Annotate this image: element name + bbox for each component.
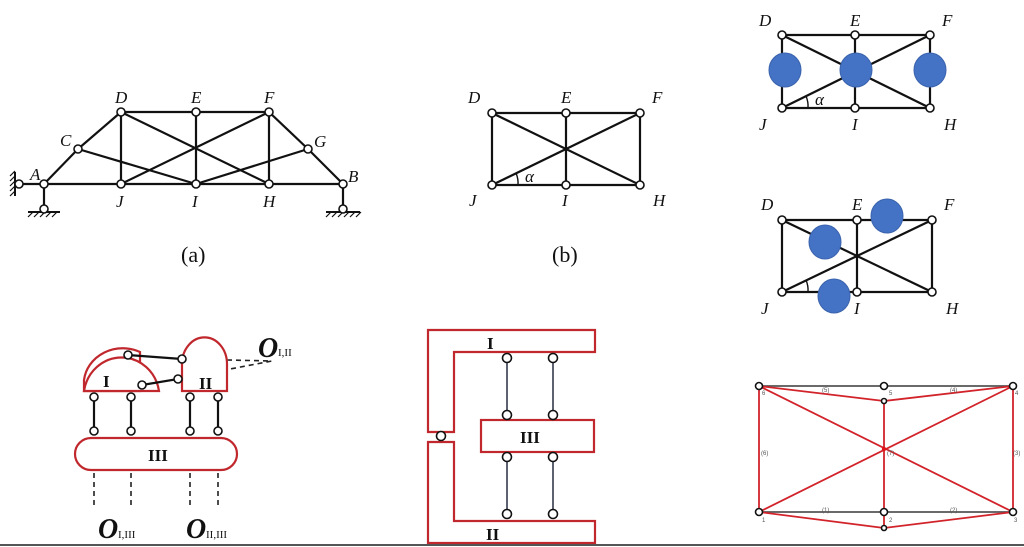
node-label-d: D — [760, 195, 774, 214]
node-label-f: F — [943, 195, 955, 214]
node-label-h: H — [262, 192, 277, 211]
linkage-figure-f: I II III — [426, 328, 597, 545]
node-label-b: B — [348, 167, 359, 186]
pole-label-o13: O I,III — [98, 514, 136, 545]
body-label-i: I — [487, 334, 494, 353]
truss-figure-d: D E F J I H — [760, 195, 960, 318]
node-number-5: 5 — [889, 391, 893, 397]
blob-upper-left — [808, 224, 842, 260]
caption-b: (b) — [552, 242, 578, 267]
pole-o13-main: O — [98, 514, 118, 545]
node-label-c: C — [60, 131, 72, 150]
node-number-6: 6 — [762, 391, 766, 397]
pole-o13-sub: I,III — [118, 529, 136, 541]
pole-o23-main: O — [186, 514, 206, 545]
node-label-i: I — [851, 115, 859, 134]
truss-c-nodes — [777, 30, 935, 113]
body-iii-shape — [73, 436, 239, 472]
node-label-e: E — [190, 88, 202, 107]
member-label-2: (2) — [950, 508, 957, 514]
node-label-h: H — [943, 115, 958, 134]
body-label-iii: III — [520, 428, 540, 447]
crossing-point — [881, 446, 887, 452]
truss-a-nodes — [14, 107, 348, 214]
body-ii-shape — [426, 440, 597, 545]
node-label-i: I — [191, 192, 199, 211]
node-label-i: I — [561, 191, 569, 210]
blob-left — [768, 52, 802, 88]
node-label-f: F — [263, 88, 275, 107]
node-label-j: J — [761, 299, 770, 318]
node-number-2: 2 — [889, 518, 893, 524]
angle-label-alpha: α — [815, 90, 825, 109]
node-label-i: I — [853, 299, 861, 318]
node-label-h: H — [652, 191, 667, 210]
node-label-g: G — [314, 132, 326, 151]
blob-lower — [817, 278, 851, 314]
instant-center-figure: I II III O I,II O I,III O II,III — [73, 333, 292, 545]
truss-b-nodes — [487, 108, 645, 190]
angle-label-alpha: α — [525, 167, 535, 186]
node-label-h: H — [945, 299, 960, 318]
support-wall-left — [9, 170, 16, 197]
pole-label-o12: O I,II — [258, 333, 292, 364]
hinge-nodes-e — [89, 350, 223, 436]
truss-g-nodes — [754, 381, 1018, 532]
node-label-d: D — [114, 88, 128, 107]
truss-figure-a: A B C D E F G H I J (a) — [9, 88, 362, 267]
truss-d-nodes — [777, 215, 937, 297]
truss-figure-c: D E F J I H α — [758, 11, 958, 134]
blob-upper-right — [870, 198, 904, 234]
node-label-d: D — [758, 11, 772, 30]
body-i-shape — [426, 328, 597, 434]
truss-b-bars — [490, 111, 642, 187]
member-label-3: (3) — [1013, 451, 1020, 457]
node-label-f: F — [651, 88, 663, 107]
member-label-4: (4) — [950, 388, 957, 394]
node-label-e: E — [560, 88, 572, 107]
body-label-ii: II — [486, 525, 500, 544]
blob-center — [839, 52, 873, 88]
body-label-i: I — [103, 372, 110, 391]
truss-figure-b: D E F J I H α (b) — [467, 88, 667, 267]
blob-right — [913, 52, 947, 88]
node-label-f: F — [941, 11, 953, 30]
deformed-truss-figure-g: 1 2 3 4 5 6 (1) (2) (3) (4) (5) (6) (7) — [754, 381, 1020, 532]
body-label-iii: III — [148, 446, 168, 465]
member-label-1: (1) — [822, 508, 829, 514]
truss-d-bars — [780, 218, 934, 294]
hinge-nodes-f — [435, 352, 559, 520]
node-label-a: A — [29, 165, 41, 184]
node-label-e: E — [849, 11, 861, 30]
pole-o12-main: O — [258, 333, 278, 364]
node-number-3: 3 — [1014, 518, 1018, 524]
caption-a: (a) — [181, 242, 205, 267]
member-label-7: (7) — [887, 451, 894, 457]
body-iii-shape — [479, 418, 596, 454]
pole-o23-sub: II,III — [206, 529, 227, 541]
node-label-j: J — [116, 192, 125, 211]
node-number-1: 1 — [762, 518, 766, 524]
member-label-5: (5) — [822, 388, 829, 394]
node-label-j: J — [469, 191, 478, 210]
node-label-d: D — [467, 88, 481, 107]
node-label-e: E — [851, 195, 863, 214]
pole-label-o23: O II,III — [186, 514, 227, 545]
node-label-j: J — [759, 115, 768, 134]
member-label-6: (6) — [761, 451, 768, 457]
pole-o12-sub: I,II — [278, 347, 292, 359]
body-label-ii: II — [199, 374, 213, 393]
node-number-4: 4 — [1015, 391, 1019, 397]
truss-a-bars — [18, 110, 345, 208]
